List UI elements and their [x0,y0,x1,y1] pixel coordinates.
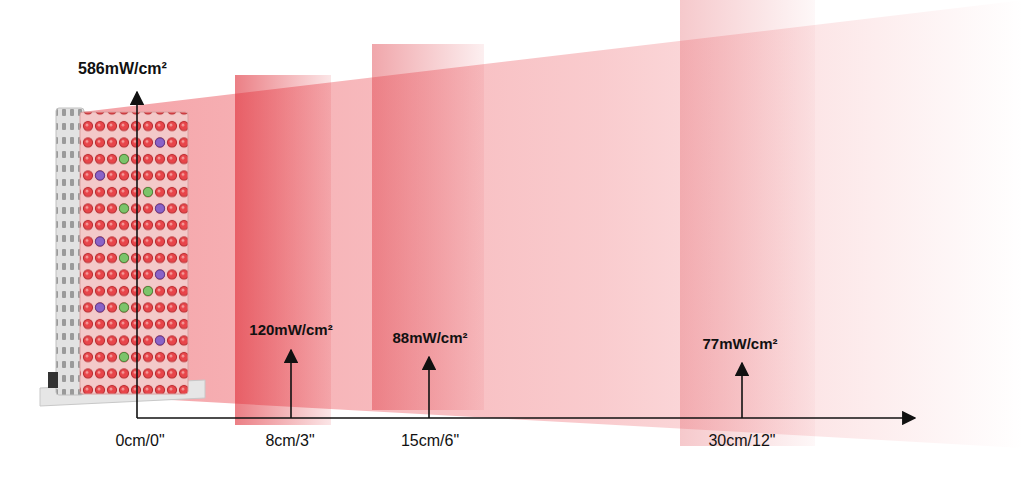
distance-label: 8cm/3" [265,432,314,450]
irradiance-value: 77mW/cm² [702,335,777,352]
irradiance-value: 586mW/cm² [78,60,167,78]
irradiance-value: 88mW/cm² [392,329,467,346]
distance-label: 15cm/6" [401,432,459,450]
irradiance-value: 120mW/cm² [249,321,332,338]
distance-label: 0cm/0" [115,432,164,450]
distance-label: 30cm/12" [708,432,775,450]
